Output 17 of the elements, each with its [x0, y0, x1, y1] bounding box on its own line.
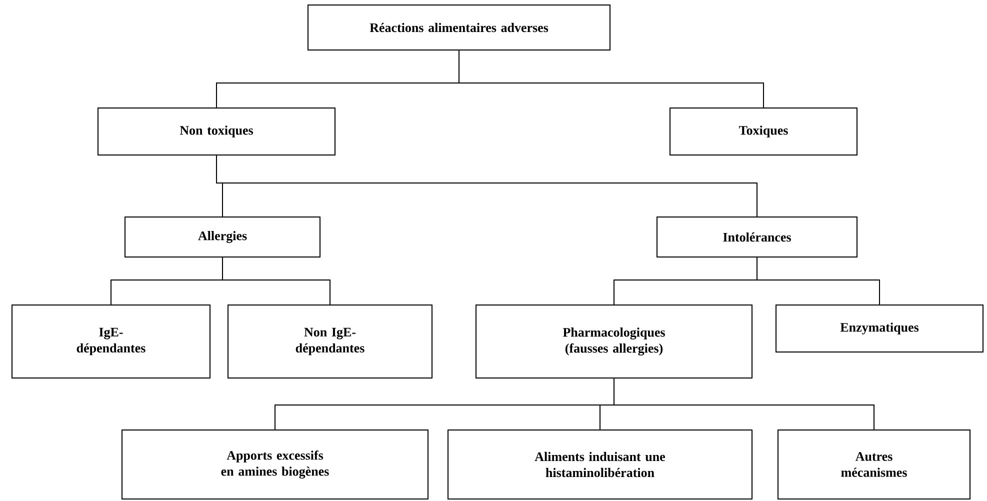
category-box: Allergies — [124, 216, 320, 258]
connector-line — [222, 257, 330, 305]
category-box: Pharmacologiques (fausses allergies) — [476, 304, 752, 378]
category-box: IgE- dépendantes — [12, 304, 210, 378]
category-box: Aliments induisant une histaminolibération — [448, 430, 752, 500]
connector-line — [458, 50, 764, 108]
category-box: Toxiques — [670, 108, 858, 156]
connector-line — [756, 257, 880, 305]
category-box: Enzymatiques — [776, 304, 984, 352]
category-box: Non toxiques — [98, 108, 336, 156]
category-box: Intolérances — [656, 216, 858, 258]
category-box: Apports excessifs en amines biogènes — [122, 430, 428, 500]
category-box: Réactions alimentaires adverses — [308, 4, 610, 50]
category-box: Autres mécanismes — [778, 430, 970, 500]
category-box: Non IgE- dépendantes — [228, 304, 432, 378]
connector-line — [216, 155, 758, 217]
connector-line — [614, 378, 874, 430]
